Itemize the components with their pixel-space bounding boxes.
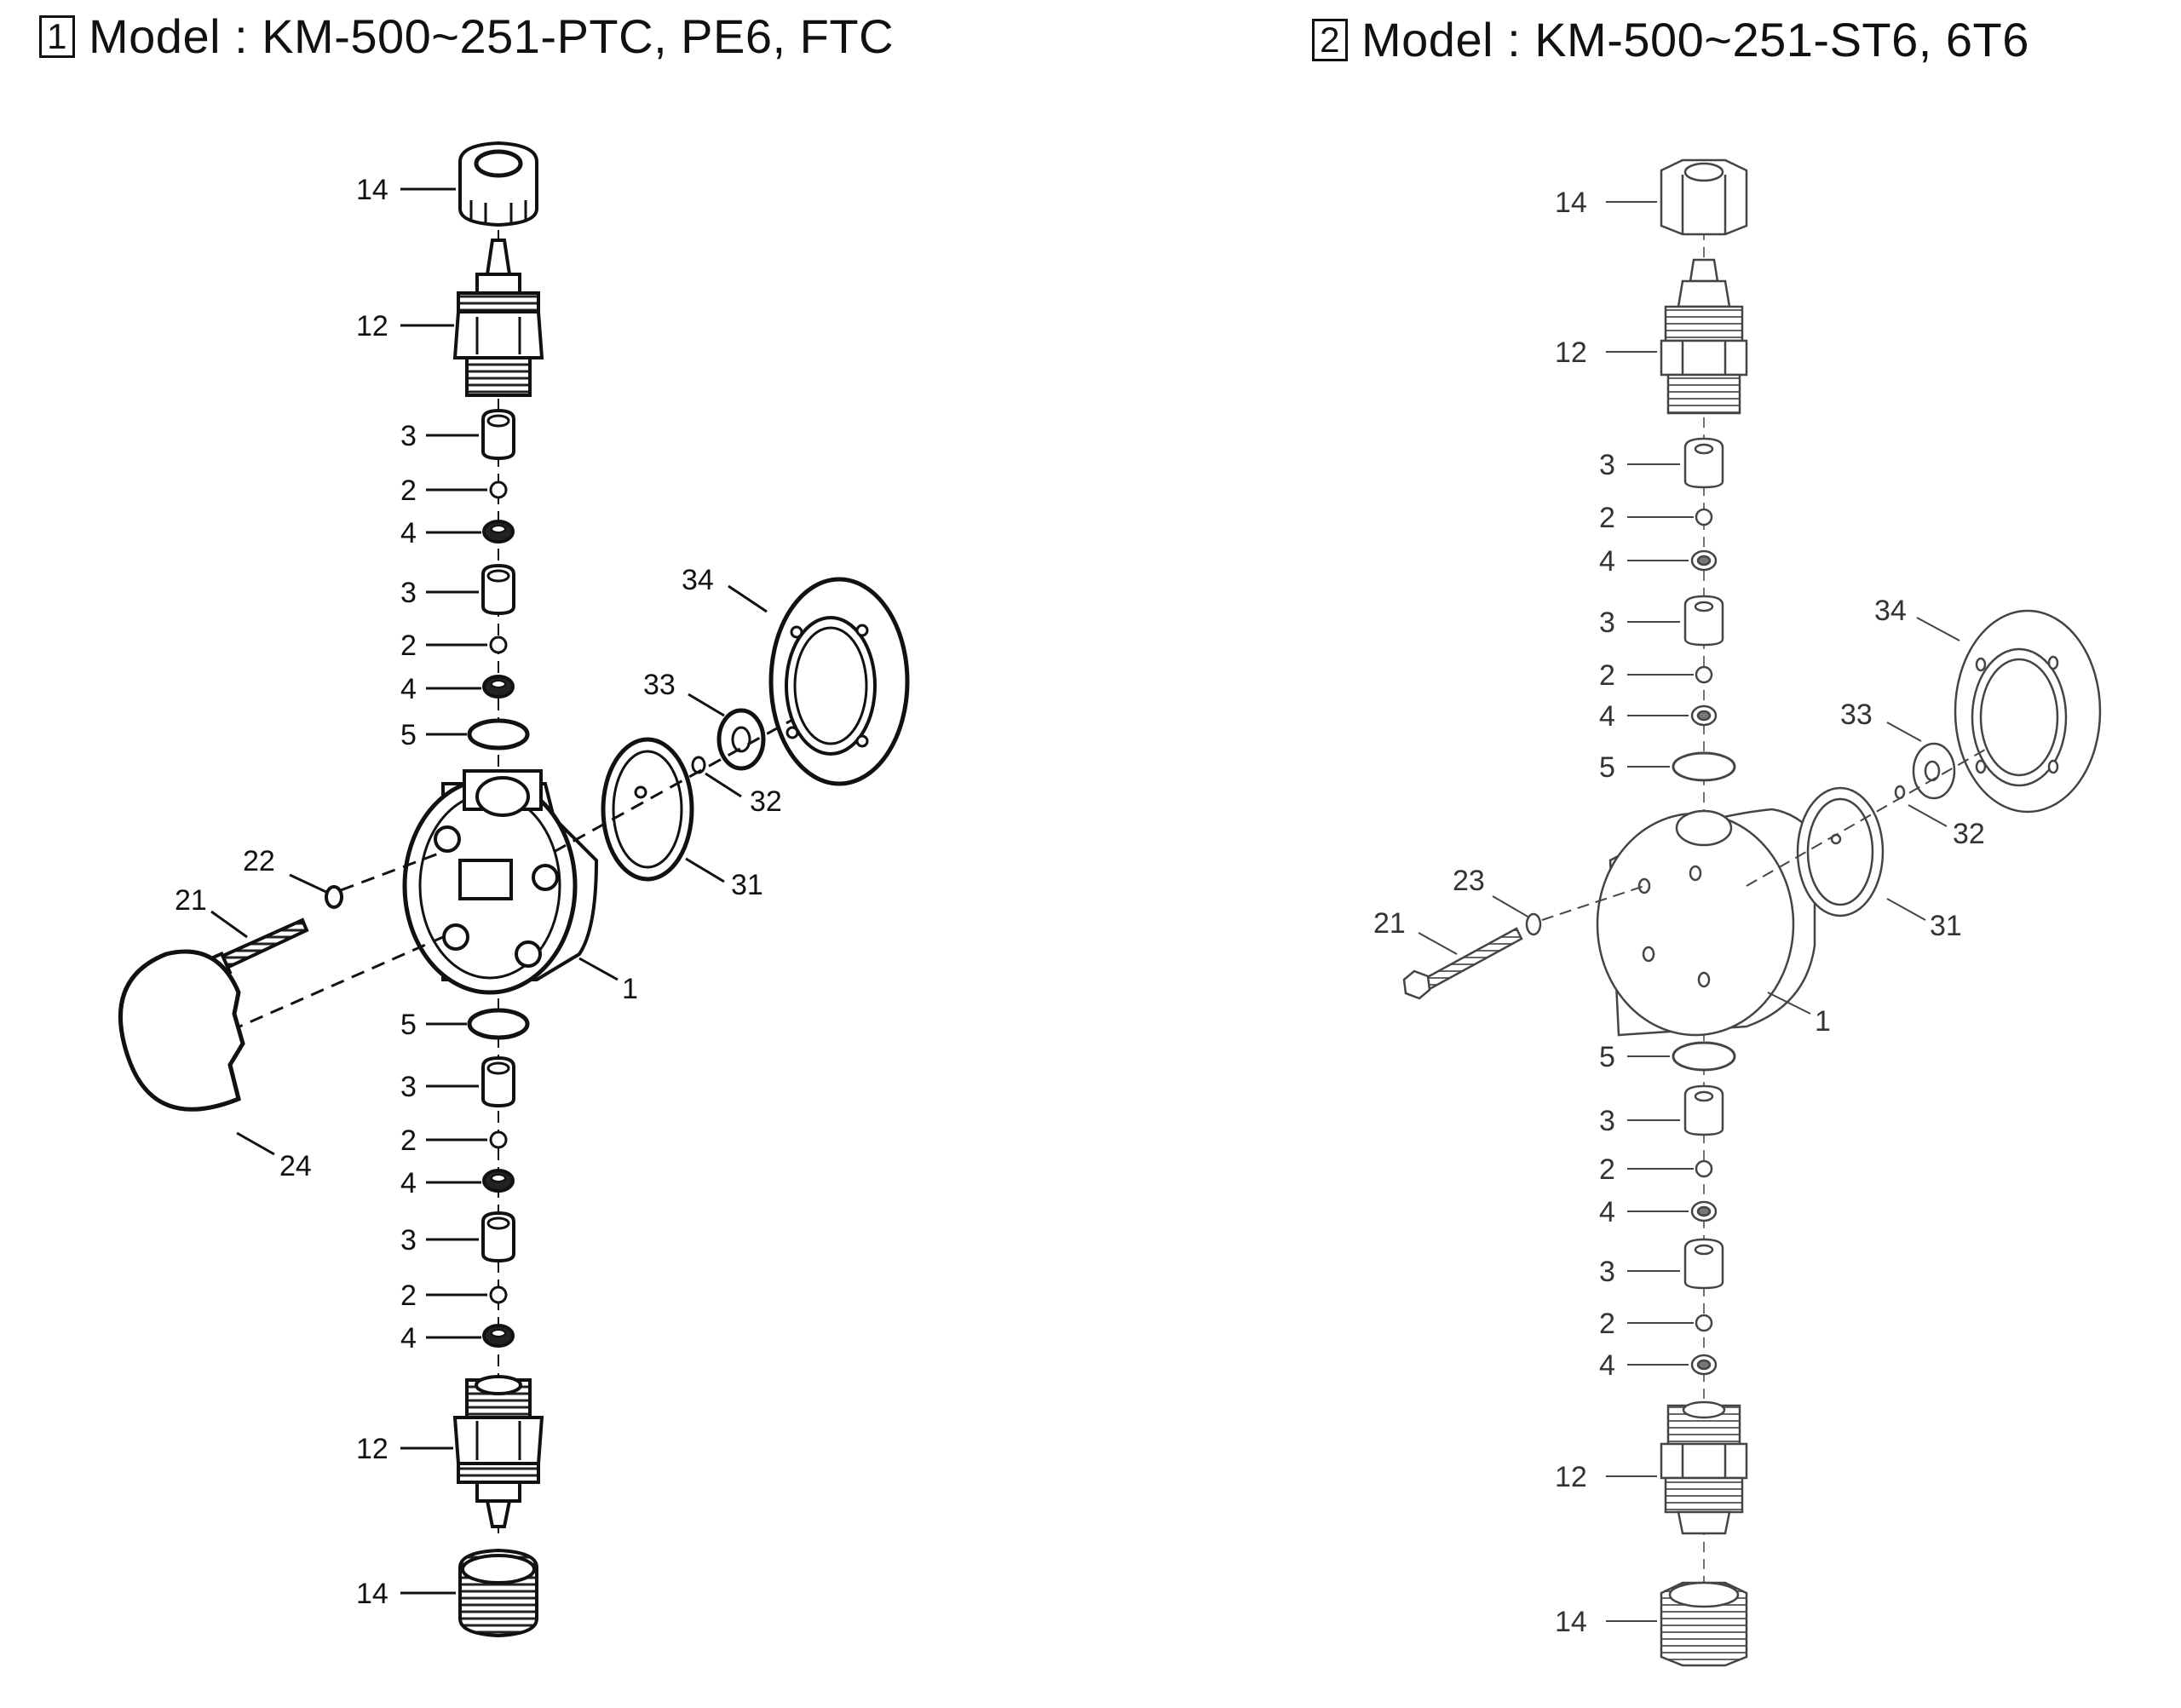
left-part-labels: 14 12 3 2 4 3 2 4 5 34 33 32 31 22 21 1 …: [175, 174, 782, 1610]
label-right-bottom-seat-b: 4: [1599, 1349, 1615, 1382]
label-right-bottom-housing-a: 3: [1599, 1105, 1615, 1137]
label-right-diaphragm: 31: [1930, 910, 1962, 942]
label-left-diaphragm-washer: 32: [750, 785, 782, 818]
left-pump-head: [402, 769, 599, 995]
label-right-top-housing-b: 3: [1599, 607, 1615, 639]
label-right-top-fitting: 12: [1555, 336, 1587, 369]
label-right-bottom-seat-a: 4: [1599, 1196, 1615, 1228]
label-left-top-housing-a: 3: [400, 420, 417, 452]
label-left-diaphragm: 31: [731, 869, 763, 901]
section-number-box: 1: [39, 14, 75, 58]
label-left-top-seat-a: 4: [400, 517, 417, 549]
right-top-valve-a: [1683, 437, 1724, 572]
left-diaphragm-flange: [768, 577, 910, 786]
label-left-bottom-oring: 5: [400, 1009, 417, 1041]
label-right-bottom-ball-a: 2: [1599, 1153, 1615, 1186]
right-top-valve-b: [1683, 595, 1724, 727]
label-right-top-ball-b: 2: [1599, 659, 1615, 692]
label-right-top-oring: 5: [1599, 751, 1615, 784]
section-number-box: 2: [1312, 18, 1348, 61]
left-top-oring: [467, 718, 530, 750]
left-diagram: [118, 141, 910, 1638]
label-left-bottom-seat-a: 4: [400, 1167, 417, 1199]
label-right-bottom-fitting: 12: [1555, 1461, 1587, 1493]
label-right-diaphragm-disc: 33: [1840, 699, 1873, 731]
label-left-washer: 22: [243, 845, 275, 877]
label-right-bottom-nut: 14: [1555, 1606, 1587, 1638]
model-title-right-text: Model : KM-500~251-ST6, 6T6: [1361, 13, 2029, 66]
label-left-bottom-ball-a: 2: [400, 1124, 417, 1157]
label-right-bottom-housing-b: 3: [1599, 1256, 1615, 1288]
label-right-top-ball-a: 2: [1599, 502, 1615, 534]
left-top-valve-b: [481, 563, 515, 699]
label-left-top-nut: 14: [356, 174, 388, 206]
left-top-fitting: [452, 239, 544, 397]
label-left-bolt: 21: [175, 884, 207, 917]
label-left-bottom-seat-b: 4: [400, 1322, 417, 1354]
left-bolt-washer: [325, 885, 343, 909]
right-diagram: [1402, 158, 2102, 1667]
right-bottom-fitting: [1660, 1400, 1748, 1535]
model-title-right: 2 Model : KM-500~251-ST6, 6T6: [1312, 12, 2029, 67]
label-left-top-housing-b: 3: [400, 577, 417, 609]
right-bottom-nut: [1660, 1581, 1748, 1667]
label-left-cover: 24: [279, 1150, 312, 1182]
label-left-top-ball-a: 2: [400, 474, 417, 507]
label-left-bottom-nut: 14: [356, 1578, 388, 1610]
model-title-left-text: Model : KM-500~251-PTC, PE6, FTC: [89, 9, 895, 63]
left-bottom-valve-b: [481, 1211, 515, 1348]
label-left-top-fitting: 12: [356, 310, 388, 342]
right-top-nut: [1660, 158, 1748, 236]
label-right-top-seat-a: 4: [1599, 545, 1615, 578]
label-left-diaphragm-flange: 34: [682, 564, 714, 596]
right-leader-lines: [1418, 201, 1960, 1622]
right-diaphragm-flange: [1954, 609, 2102, 814]
label-left-diaphragm-disc: 33: [643, 669, 676, 701]
left-top-valve-a: [481, 408, 515, 543]
model-title-left: 1 Model : KM-500~251-PTC, PE6, FTC: [39, 9, 894, 64]
right-top-oring: [1672, 751, 1736, 782]
label-left-pump-head: 1: [622, 973, 638, 1005]
left-diaphragm: [601, 737, 694, 882]
right-bottom-valve-b: [1683, 1238, 1724, 1376]
label-right-bolt: 21: [1373, 907, 1406, 940]
label-right-top-housing-a: 3: [1599, 449, 1615, 481]
label-left-bottom-ball-b: 2: [400, 1280, 417, 1312]
left-bottom-nut: [458, 1548, 538, 1638]
right-top-fitting: [1660, 258, 1748, 415]
right-bolt-washer: [1525, 912, 1542, 936]
label-right-pump-head: 1: [1815, 1005, 1831, 1038]
label-right-top-nut: 14: [1555, 187, 1587, 219]
label-right-diaphragm-flange: 34: [1874, 595, 1907, 627]
right-bolt: [1402, 927, 1523, 1000]
label-left-bottom-fitting: 12: [356, 1433, 388, 1465]
left-bottom-valve-a: [481, 1055, 515, 1193]
label-left-top-oring: 5: [400, 719, 417, 751]
label-left-bottom-housing-b: 3: [400, 1224, 417, 1257]
left-cover: [118, 949, 245, 1112]
label-right-top-seat-b: 4: [1599, 700, 1615, 733]
label-right-bottom-ball-b: 2: [1599, 1308, 1615, 1340]
right-diaphragm: [1796, 786, 1885, 917]
label-right-bottom-oring: 5: [1599, 1041, 1615, 1073]
right-part-labels: 14 12 3 2 4 3 2 4 5 34 33 32 31 23 21 1 …: [1373, 187, 1985, 1638]
left-top-nut: [458, 141, 538, 227]
label-right-washer: 23: [1453, 865, 1485, 897]
right-bottom-valve-a: [1683, 1084, 1724, 1222]
left-bottom-fitting: [452, 1375, 544, 1528]
left-bottom-oring: [467, 1008, 530, 1040]
right-pump-head: [1596, 808, 1816, 1037]
label-left-top-seat-b: 4: [400, 673, 417, 705]
label-right-diaphragm-washer: 32: [1953, 818, 1985, 850]
label-left-bottom-housing-a: 3: [400, 1071, 417, 1103]
label-left-top-ball-b: 2: [400, 630, 417, 662]
right-bottom-oring: [1672, 1041, 1736, 1072]
left-leader-lines: [210, 187, 768, 1595]
